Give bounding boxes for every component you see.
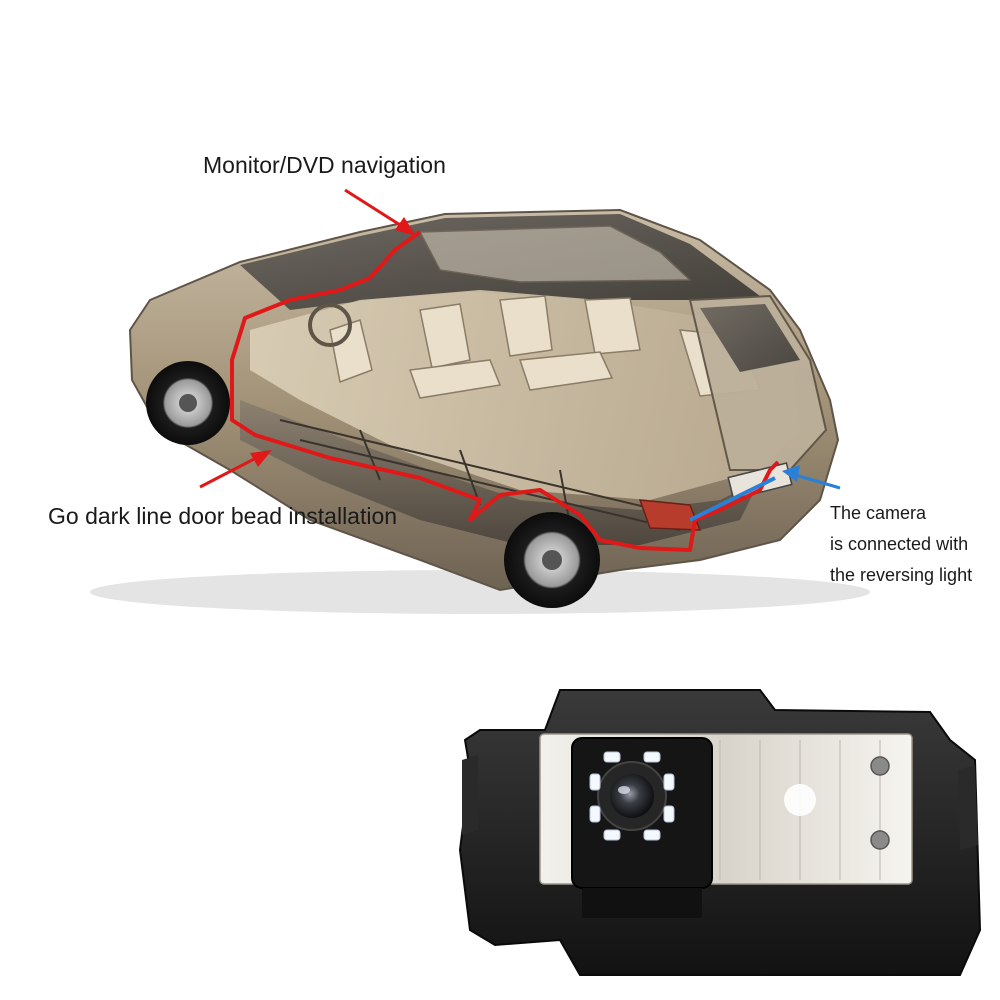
interior-cutaway — [250, 290, 800, 500]
led-icon — [603, 829, 621, 841]
camera-label-line2: is connected with — [830, 534, 969, 554]
bulb-glow — [784, 784, 816, 816]
camera-module-base — [582, 888, 702, 918]
led-icon — [663, 805, 675, 823]
chassis — [240, 400, 760, 545]
camera-label-line1: The camera — [830, 503, 927, 523]
front-wheel — [146, 361, 230, 445]
door-bead-arrow — [199, 450, 272, 489]
right-clip — [958, 765, 978, 850]
camera-lens — [610, 774, 654, 818]
camera-link-line — [689, 476, 776, 522]
steering-wheel — [308, 303, 352, 347]
rear-wheel — [504, 512, 600, 608]
car-shadow — [90, 570, 870, 614]
monitor-label: Monitor/DVD navigation — [203, 152, 446, 178]
screw-bottom — [870, 830, 890, 850]
left-clip — [462, 755, 478, 835]
camera-arrow — [782, 465, 841, 490]
camera-label-line3: the reversing light — [830, 565, 973, 585]
led-icon — [603, 751, 621, 763]
led-icon — [643, 829, 661, 841]
wiring-route — [230, 230, 780, 552]
led-icon — [589, 805, 601, 823]
tail-light — [638, 499, 702, 531]
led-icon — [589, 773, 601, 791]
lens-highlight — [618, 786, 630, 794]
door-bead-label: Go dark line door bead installation — [48, 503, 398, 529]
screw-top — [870, 756, 890, 776]
led-icon — [643, 751, 661, 763]
monitor-arrow — [344, 188, 416, 236]
led-icon — [663, 773, 675, 791]
camera-connection-label: The camera is connected with the reversi… — [830, 498, 972, 591]
sunroof — [418, 225, 692, 283]
led-ring — [589, 751, 675, 841]
rear-window — [700, 304, 800, 372]
chassis-details — [279, 419, 701, 531]
